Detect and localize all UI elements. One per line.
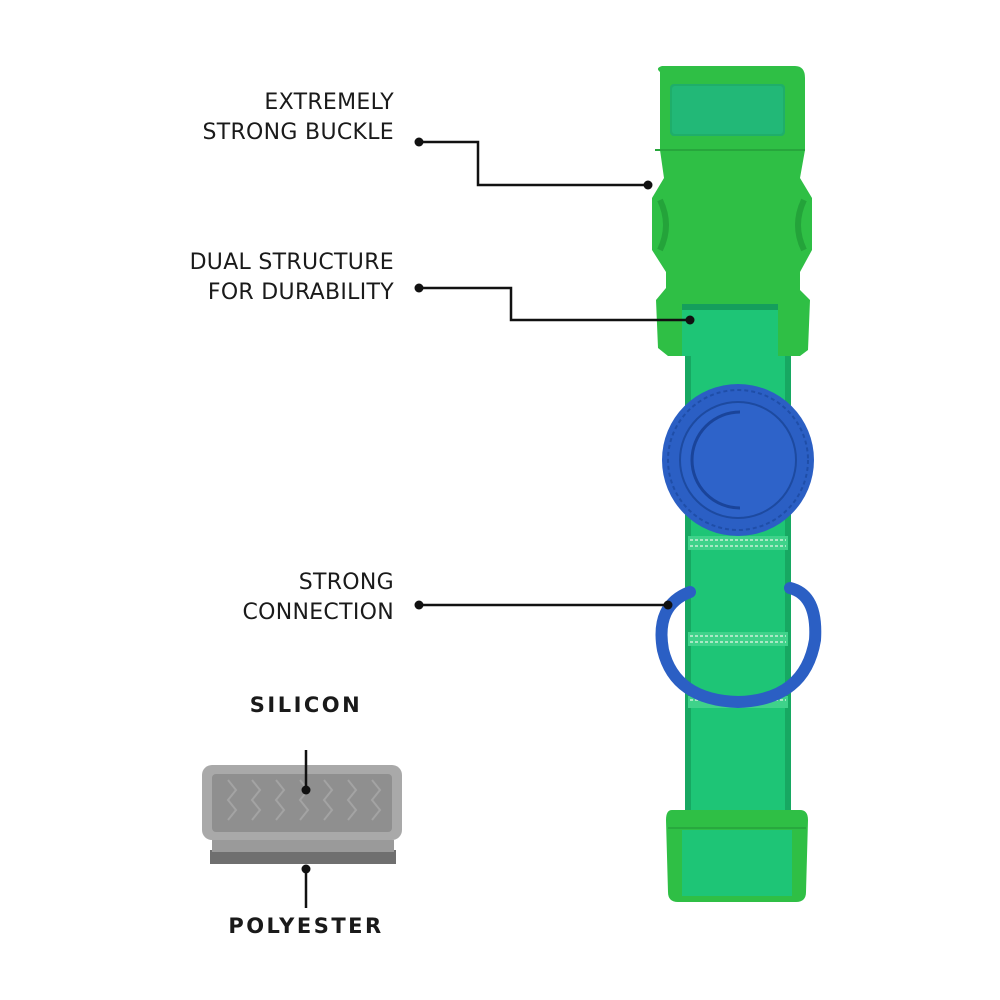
strap-keeper — [666, 810, 808, 902]
callout-buckle: EXTREMELY STRONG BUCKLE — [202, 88, 394, 148]
callout-buckle-line1: EXTREMELY — [264, 90, 394, 115]
callout-dual-line1: DUAL STRUCTURE — [189, 250, 394, 275]
callout-dots — [414, 137, 695, 610]
callout-dual-line2: FOR DURABILITY — [207, 280, 394, 305]
silicon-label: SILICON — [249, 693, 363, 717]
callout-connection-line2: CONNECTION — [242, 600, 394, 625]
material-cross-section — [202, 750, 402, 908]
callout-connection: STRONG CONNECTION — [242, 568, 394, 628]
callout-dual-structure: DUAL STRUCTURE FOR DURABILITY — [190, 248, 394, 308]
callout-connection-line1: STRONG — [298, 570, 394, 595]
polyester-label: POLYESTER — [228, 914, 384, 938]
buckle — [652, 66, 812, 356]
d-ring — [655, 582, 822, 709]
blue-medallion — [662, 384, 814, 536]
callout-lines — [419, 140, 690, 607]
callout-buckle-line2: STRONG BUCKLE — [202, 120, 394, 145]
